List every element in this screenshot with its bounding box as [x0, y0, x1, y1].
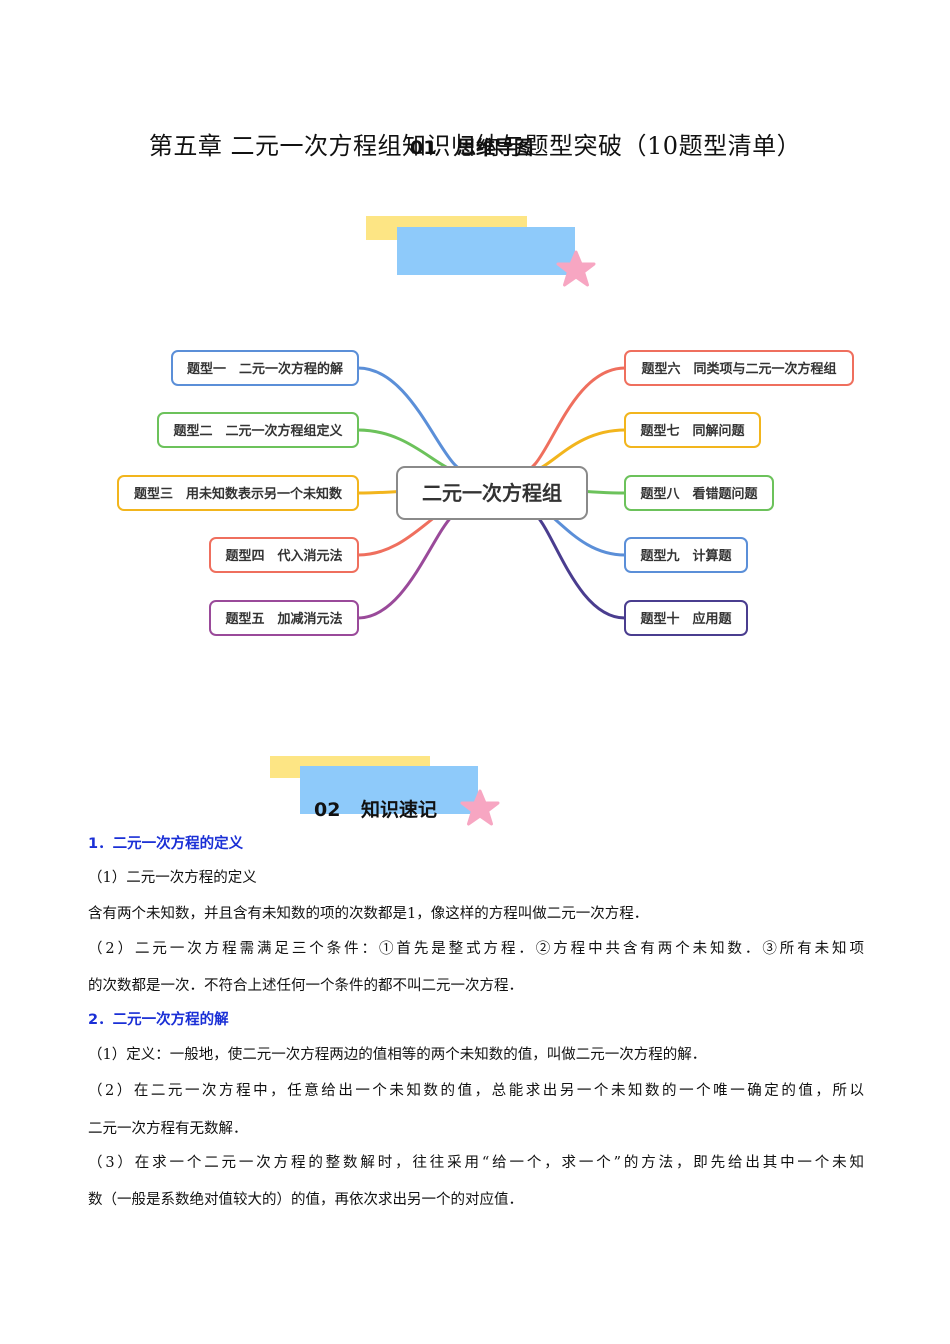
mind-map-node-label: 题型五 加减消元法 [225, 611, 342, 627]
branch-line [357, 366, 471, 473]
star-icon [556, 250, 596, 287]
mind-map-node-label: 题型二 二元一次方程组定义 [173, 423, 343, 439]
mind-map-node-label: 题型七 同解问题 [640, 423, 745, 439]
paragraph: （2）二元一次方程需满足三个条件：①首先是整式方程．②方程中共含有两个未知数．③… [88, 941, 864, 957]
paragraph: （2）在二元一次方程中，任意给出一个未知数的值，总能求出另一个未知数的一个唯一确… [88, 1083, 864, 1099]
mind-map-node-label: 题型六 同类项与二元一次方程组 [641, 361, 836, 377]
banner-blue-bar [300, 766, 478, 814]
paragraph: （3）在求一个二元一次方程的整数解时，往往采用“给一个，求一个”的方法，即先给出… [88, 1155, 864, 1171]
mind-map-node-right-3: 题型八 看错题问题 [624, 475, 774, 511]
mind-map-node-label: 题型四 代入消元法 [225, 548, 342, 564]
paragraph: （1）定义：一般地，使二元一次方程两边的值相等的两个未知数的值，叫做二元一次方程… [88, 1047, 707, 1063]
paragraph: 的次数都是一次．不符合上述任何一个条件的都不叫二元一次方程． [88, 978, 523, 994]
section-label-mindmap: 01 思维导图 [410, 137, 534, 159]
mind-map-center: 二元一次方程组 [396, 466, 588, 520]
mind-map-node-left-4: 题型四 代入消元法 [209, 537, 359, 573]
mind-map-node-label: 题型一 二元一次方程的解 [187, 361, 343, 377]
branch-line [357, 428, 471, 474]
mind-map-node-right-1: 题型六 同类项与二元一次方程组 [624, 350, 854, 386]
mind-map-node-right-5: 题型十 应用题 [624, 600, 748, 636]
mind-map-node-left-5: 题型五 加减消元法 [209, 600, 359, 636]
paragraph: 含有两个未知数，并且含有未知数的项的次数都是1，像这样的方程叫做二元一次方程． [88, 906, 649, 922]
section-label-knowledge: 02 知识速记 [314, 799, 438, 821]
heading-solution: 2．二元一次方程的解 [88, 1012, 229, 1028]
heading-definition: 1．二元一次方程的定义 [88, 836, 244, 852]
mind-map-node-label: 题型三 用未知数表示另一个未知数 [134, 486, 343, 502]
section-banner-knowledge [270, 756, 510, 828]
branch-line [518, 509, 626, 620]
mind-map-center-label: 二元一次方程组 [422, 481, 562, 505]
branch-line [519, 366, 626, 473]
mind-map-node-left-2: 题型二 二元一次方程组定义 [157, 412, 359, 448]
paragraph: 数（一般是系数绝对值较大的）的值，再依次求出另一个的对应值． [88, 1192, 523, 1208]
branch-line [357, 509, 472, 620]
mind-map-node-label: 题型九 计算题 [640, 548, 732, 564]
mind-map-node-right-4: 题型九 计算题 [624, 537, 748, 573]
star-icon [460, 789, 500, 826]
page-title: 第五章 二元一次方程组知识归纳与题型突破（10题型清单） [148, 132, 802, 160]
paragraph: （1）二元一次方程的定义 [88, 870, 257, 886]
mind-map-node-label: 题型八 看错题问题 [640, 486, 758, 502]
banner-blue-bar [397, 227, 575, 275]
mind-map-node-left-3: 题型三 用未知数表示另一个未知数 [117, 475, 359, 511]
knowledge-content: 1．二元一次方程的定义 （1）二元一次方程的定义 含有两个未知数，并且含有未知数… [88, 832, 868, 1212]
mind-map-node-label: 题型十 应用题 [640, 611, 732, 627]
paragraph: 二元一次方程有无数解． [88, 1121, 248, 1137]
mind-map-node-right-2: 题型七 同解问题 [624, 412, 761, 448]
mind-map-node-left-1: 题型一 二元一次方程的解 [171, 350, 359, 386]
branch-line [519, 428, 626, 474]
section-banner-mindmap [366, 216, 606, 288]
